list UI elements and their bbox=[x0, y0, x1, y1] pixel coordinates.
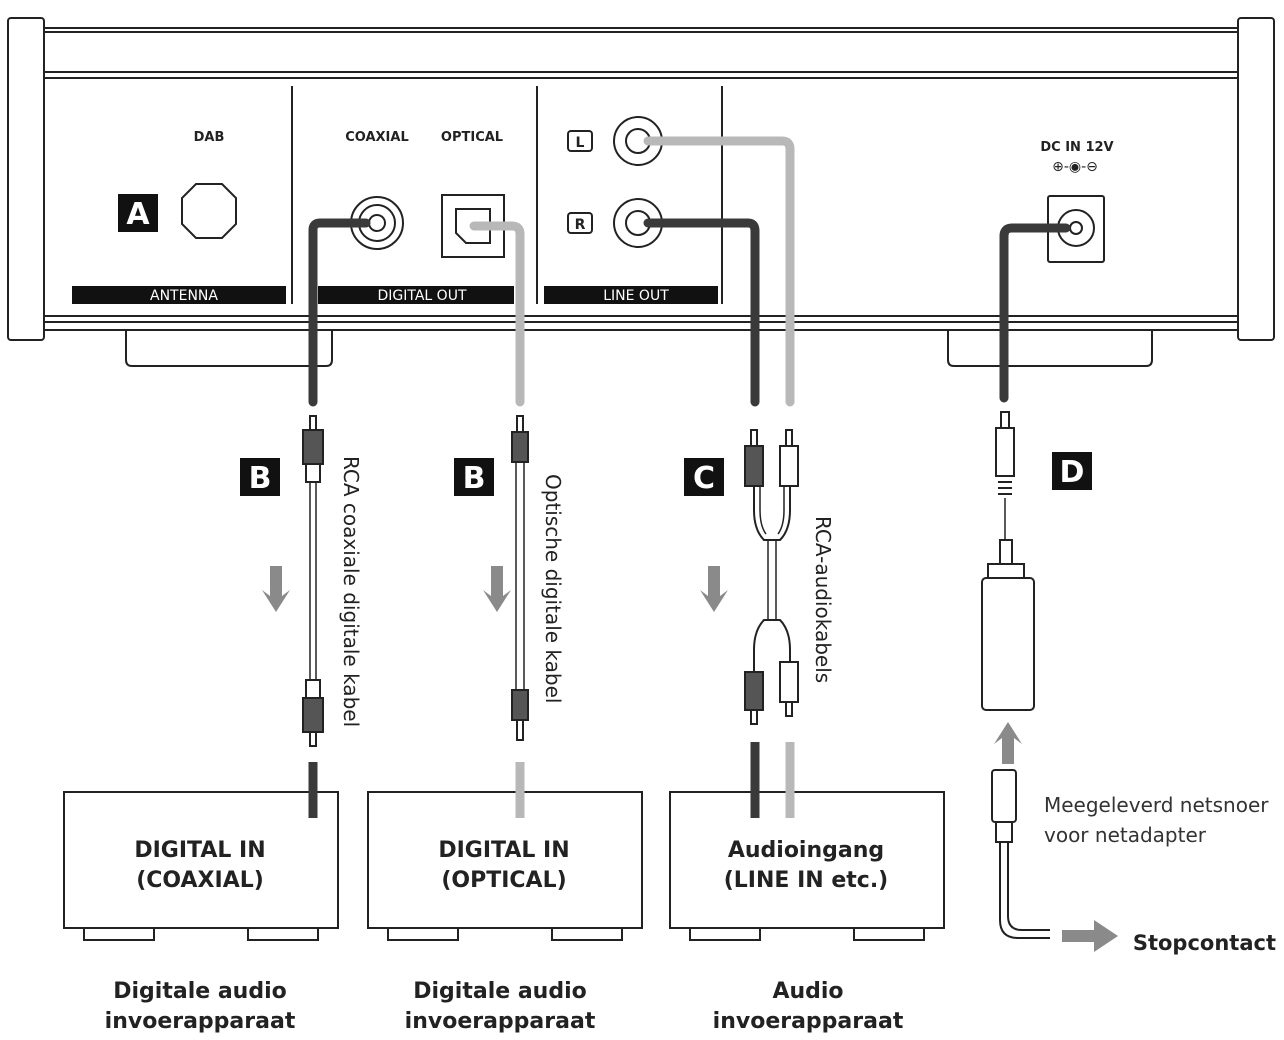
line-out-bar-label: LINE OUT bbox=[603, 288, 669, 304]
panel-foot-left bbox=[125, 331, 333, 367]
coaxial-device-foot-right bbox=[247, 927, 319, 941]
power-cord-note-line2: voor netadapter bbox=[1044, 823, 1207, 847]
rear-panel bbox=[7, 17, 1275, 367]
caption-audio-line2: invoerapparaat bbox=[713, 1009, 904, 1034]
coaxial-device-foot-left bbox=[83, 927, 155, 941]
coaxial-device-box bbox=[63, 791, 339, 929]
optical-cable-top bbox=[469, 221, 525, 407]
badge-c bbox=[684, 458, 724, 496]
optical-cable-label: Optische digitale kabel bbox=[541, 474, 565, 703]
left-channel-label: L bbox=[576, 135, 585, 151]
optical-device-foot-right bbox=[551, 927, 623, 941]
coaxial-device-line2: (COAXIAL) bbox=[136, 868, 264, 893]
power-cord-icon bbox=[991, 769, 1050, 939]
rca-audio-cable-icon bbox=[744, 429, 799, 725]
dab-label: DAB bbox=[194, 130, 225, 145]
digital-out-bar-label: DIGITAL OUT bbox=[378, 288, 467, 304]
arrow-down-icon-optical bbox=[483, 566, 511, 612]
badge-b-coaxial bbox=[240, 458, 280, 496]
antenna-bar bbox=[72, 286, 286, 304]
badge-b-optical-label: B bbox=[463, 461, 486, 496]
coaxial-jack-icon bbox=[350, 196, 404, 250]
ac-adapter-icon bbox=[981, 411, 1035, 711]
antenna-bar-label: ANTENNA bbox=[150, 288, 218, 304]
coaxial-label: COAXIAL bbox=[345, 130, 409, 145]
coaxial-cable-top bbox=[308, 218, 371, 407]
coaxial-device-line1: DIGITAL IN bbox=[134, 838, 265, 863]
power-cord-note-line1: Meegeleverd netsnoer bbox=[1044, 793, 1269, 817]
coaxial-cable-label: RCA coaxiale digitale kabel bbox=[339, 456, 363, 727]
badge-b-coaxial-label: B bbox=[249, 461, 272, 496]
panel-foot-right bbox=[947, 331, 1153, 367]
caption-digital-1-line2: invoerapparaat bbox=[105, 1009, 296, 1034]
caption-digital-2-line2: invoerapparaat bbox=[405, 1009, 596, 1034]
arrow-right-icon-outlet bbox=[1062, 920, 1118, 952]
badge-d bbox=[1052, 452, 1092, 490]
audio-device-line1: Audioingang bbox=[728, 838, 884, 863]
audio-device-line2: (LINE IN etc.) bbox=[724, 868, 889, 893]
right-channel-tag bbox=[567, 212, 593, 234]
right-channel-label: R bbox=[575, 217, 586, 233]
optical-device-box bbox=[367, 791, 643, 929]
badge-a bbox=[118, 194, 158, 232]
outlet-label: Stopcontact bbox=[1133, 931, 1276, 955]
antenna-connector-icon bbox=[181, 183, 237, 239]
arrow-up-icon-adapter bbox=[994, 722, 1022, 764]
badge-b-optical bbox=[454, 458, 494, 496]
caption-audio-line1: Audio bbox=[772, 979, 843, 1004]
audio-cable-label: RCA-audiokabels bbox=[811, 516, 835, 683]
audio-device-foot-right bbox=[853, 927, 925, 941]
audio-r-cable-top bbox=[643, 218, 760, 407]
dc-jack-icon bbox=[1047, 195, 1105, 263]
left-channel-tag bbox=[567, 130, 593, 152]
optical-device-line2: (OPTICAL) bbox=[441, 868, 566, 893]
optical-cable-icon bbox=[511, 415, 529, 741]
audio-device-box bbox=[669, 791, 945, 929]
panel-right-cap bbox=[1237, 17, 1275, 341]
rca-coaxial-cable-icon bbox=[302, 415, 324, 747]
optical-label: OPTICAL bbox=[441, 130, 503, 145]
dc-polarity-icon: ⊕-◉-⊖ bbox=[1052, 159, 1098, 175]
audio-l-cable-top bbox=[643, 136, 795, 407]
caption-digital-2-line1: Digitale audio bbox=[413, 979, 587, 1004]
badge-a-label: A bbox=[126, 197, 150, 232]
badge-c-label: C bbox=[693, 461, 715, 496]
arrow-down-icon-coaxial bbox=[262, 566, 290, 612]
line-out-left-jack-icon bbox=[613, 116, 663, 166]
dc-in-label: DC IN 12V bbox=[1040, 140, 1113, 155]
badge-d-label: D bbox=[1060, 455, 1085, 490]
optical-device-line1: DIGITAL IN bbox=[438, 838, 569, 863]
digital-out-bar bbox=[318, 286, 514, 304]
optical-device-foot-left bbox=[387, 927, 459, 941]
audio-device-foot-left bbox=[689, 927, 761, 941]
arrow-down-icon-audio bbox=[700, 566, 728, 612]
panel-left-cap bbox=[7, 17, 45, 341]
line-out-bar bbox=[544, 286, 718, 304]
dc-cable bbox=[999, 223, 1071, 403]
caption-digital-1-line1: Digitale audio bbox=[113, 979, 287, 1004]
